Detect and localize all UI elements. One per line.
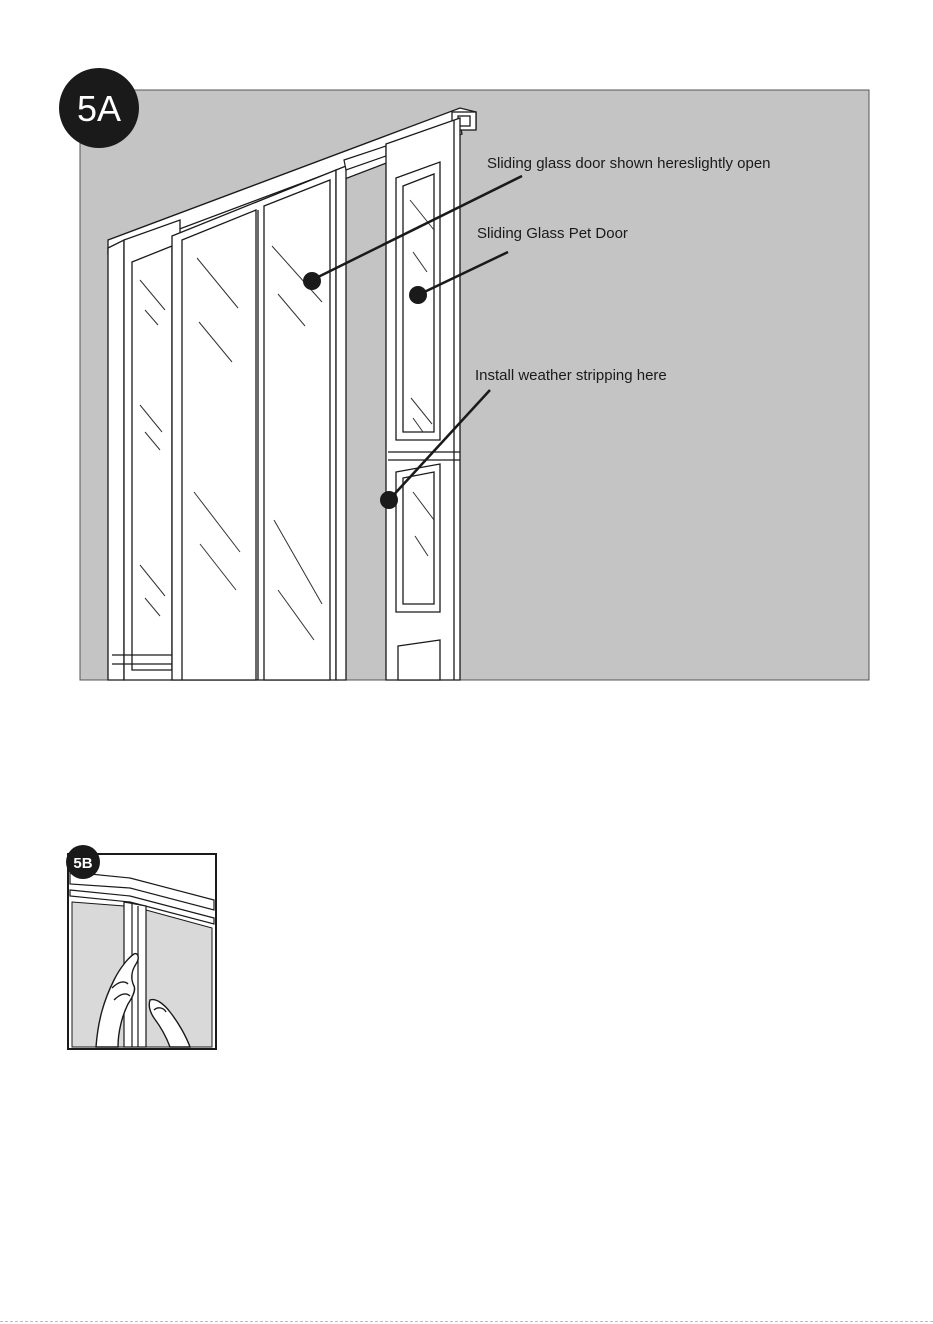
- callout-dot: [380, 491, 398, 509]
- callout-label-pet-door: Sliding Glass Pet Door: [477, 225, 628, 242]
- callout-dot: [409, 286, 427, 304]
- page-bottom-edge: [0, 1321, 933, 1322]
- figure-5a-badge: 5A: [59, 68, 139, 148]
- callout-dot: [303, 272, 321, 290]
- callout-label-sliding-door: Sliding glass door shown hereslightly op…: [487, 155, 771, 172]
- sliding-glass-door: [172, 166, 346, 680]
- figure-5a: Sliding glass door shown hereslightly op…: [0, 0, 933, 700]
- svg-text:5A: 5A: [77, 88, 121, 129]
- pet-door-panel: [386, 118, 460, 680]
- fixed-door-panel: [108, 220, 180, 680]
- figure-5b: 5B: [0, 840, 240, 1060]
- callout-label-weather-strip: Install weather stripping here: [475, 367, 667, 384]
- figure-5b-badge: 5B: [66, 845, 100, 879]
- svg-text:5B: 5B: [73, 855, 92, 872]
